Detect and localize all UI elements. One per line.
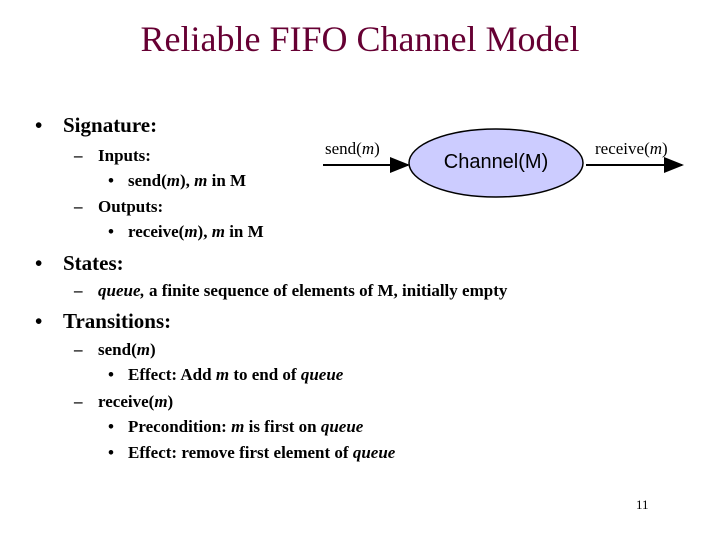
- send-action-close: ): [149, 340, 156, 359]
- receive-label-close: ): [662, 139, 668, 158]
- outputs-label: Outputs:: [98, 197, 164, 216]
- send-label-close: ): [374, 139, 380, 158]
- precondition-mid: is first on: [244, 417, 321, 436]
- output-receive-var: m: [184, 222, 198, 241]
- page-number: 11: [636, 497, 649, 512]
- input-send-var: m: [166, 171, 180, 190]
- output-receive-text: receive(: [128, 222, 185, 241]
- receive-action-var: m: [154, 392, 168, 411]
- receive-action-close: ): [167, 392, 174, 411]
- dash-marker: –: [74, 146, 83, 165]
- signature-heading: Signature:: [63, 113, 158, 137]
- queue-desc: a finite sequence of elements of M, init…: [144, 281, 508, 300]
- bullet-dot: •: [108, 222, 114, 241]
- receive-action: receive(: [98, 392, 155, 411]
- channel-label: Channel(M): [443, 151, 549, 173]
- signature-bullet: • Signature:: [35, 113, 157, 138]
- effect-var: m: [215, 365, 230, 384]
- bullet-dot: •: [35, 251, 43, 275]
- send-action: send(: [98, 340, 137, 359]
- inputs-label: Inputs:: [98, 146, 151, 165]
- bullet-dot: •: [108, 171, 114, 190]
- outputs-item: –Outputs:: [74, 197, 163, 217]
- queue-item: –queue, a finite sequence of elements of…: [74, 281, 507, 301]
- receive-precondition: • Precondition: m is first on queue: [108, 417, 363, 437]
- bullet-dot: •: [108, 417, 114, 436]
- channel-node: [408, 128, 584, 198]
- receive-label-text: receive(: [595, 139, 650, 158]
- dash-marker: –: [74, 392, 83, 411]
- bullet-dot: •: [108, 443, 114, 462]
- precondition-queue: queue: [320, 417, 364, 436]
- send-label: send(m): [325, 139, 380, 159]
- bullet-dot: •: [108, 365, 114, 384]
- send-label-text: send(: [325, 139, 362, 158]
- effect-queue: queue: [300, 365, 344, 384]
- output-receive-tail: ),: [197, 222, 212, 241]
- dash-marker: –: [74, 340, 83, 359]
- dash-marker: –: [74, 197, 83, 216]
- send-transition: –send(m): [74, 340, 156, 360]
- input-send-var2: m: [194, 171, 208, 190]
- send-label-var: m: [361, 139, 375, 158]
- effect-mid: to end of: [229, 365, 301, 384]
- bullet-dot: •: [35, 309, 43, 333]
- inputs-item: –Inputs:: [74, 146, 151, 166]
- input-send-item: •send(m), m in M: [108, 171, 246, 191]
- receive-label-var: m: [649, 139, 663, 158]
- output-receive-end: in M: [224, 222, 264, 241]
- states-heading: States:: [63, 251, 124, 275]
- transitions-bullet: • Transitions:: [35, 309, 171, 334]
- effect-label: Effect: Add: [128, 365, 216, 384]
- effect2-label: Effect: remove first element of: [128, 443, 353, 462]
- output-receive-item: •receive(m), m in M: [108, 222, 264, 242]
- receive-label: receive(m): [595, 139, 668, 159]
- states-bullet: • States:: [35, 251, 124, 276]
- dash-marker: –: [74, 281, 83, 300]
- receive-transition: –receive(m): [74, 392, 173, 412]
- precondition-label: Precondition:: [128, 417, 232, 436]
- receive-effect: • Effect: remove first element of queue: [108, 443, 395, 463]
- slide-title: Reliable FIFO Channel Model: [140, 19, 580, 59]
- output-receive-var2: m: [211, 222, 225, 241]
- queue-word: queue,: [98, 281, 145, 300]
- send-effect: • Effect: Add m to end of queue: [108, 365, 343, 385]
- transitions-heading: Transitions:: [63, 309, 172, 333]
- input-send-tail: ),: [179, 171, 195, 190]
- precondition-var: m: [231, 417, 245, 436]
- input-send-end: in M: [207, 171, 247, 190]
- bullet-dot: •: [35, 113, 43, 137]
- effect2-queue: queue: [352, 443, 396, 462]
- send-action-var: m: [136, 340, 150, 359]
- input-send-text: send(: [128, 171, 167, 190]
